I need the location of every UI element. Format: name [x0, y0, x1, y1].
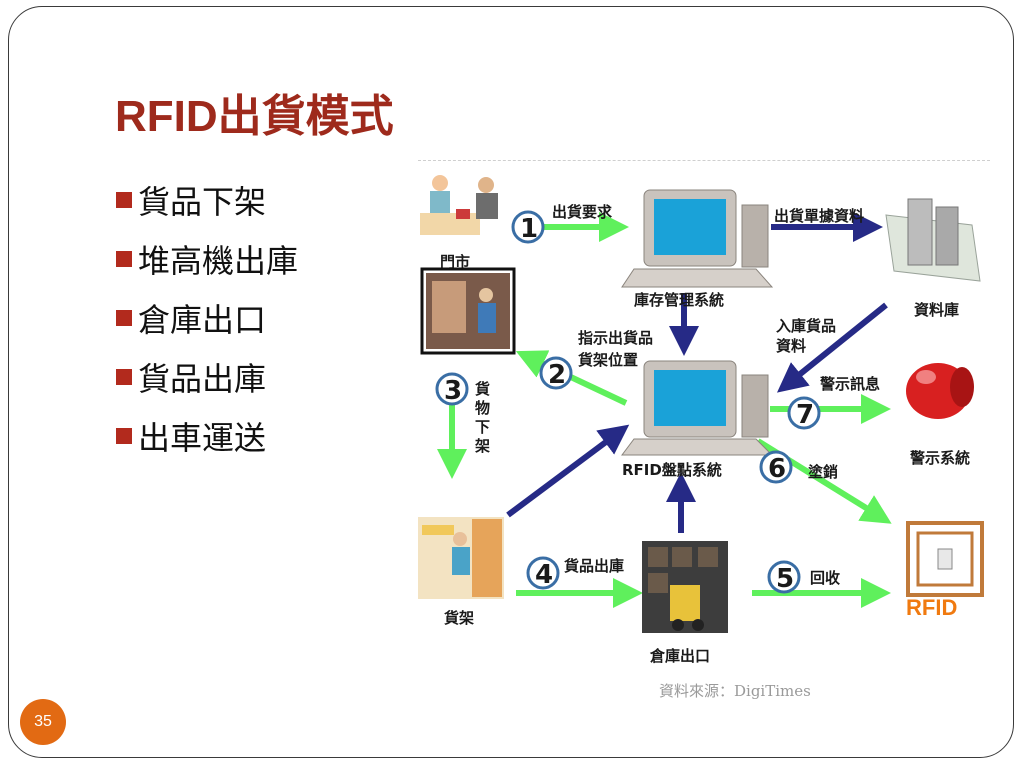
square-bullet-icon — [116, 309, 132, 326]
square-bullet-icon — [116, 191, 132, 208]
step-6-circle — [759, 450, 793, 484]
alarm-system-label: 警示系統 — [909, 449, 970, 467]
bullet-text: 貨品下架 — [138, 182, 267, 221]
step-5-circle — [767, 560, 801, 594]
step-2-circle — [539, 356, 573, 390]
alarm-light-icon — [902, 353, 980, 437]
database-label: 資料庫 — [914, 301, 959, 319]
step-7-label: 警示訊息 — [819, 375, 880, 393]
inbound-goods-label-line1: 入庫貨品 — [776, 317, 836, 335]
forklift-worker-image — [420, 267, 516, 355]
arrow-shelf-to-rfid — [506, 424, 630, 518]
step-7-number: 7 — [796, 400, 814, 430]
slide-title: RFID出貨模式 — [115, 92, 394, 141]
step-4-circle — [526, 556, 560, 590]
step-2-label-line2: 貨架位置 — [578, 351, 638, 369]
step-7-circle — [787, 396, 821, 430]
step-3-circle — [435, 372, 469, 406]
square-bullet-icon — [116, 368, 132, 385]
bullet-item: 堆高機出庫 — [116, 229, 298, 288]
step-6-label: 塗銷 — [808, 463, 838, 481]
step-1-number: 1 — [520, 214, 538, 244]
arrow-rfid-to-forklift — [515, 350, 628, 406]
inventory-computer-icon — [621, 189, 774, 288]
bullet-item: 貨品出庫 — [116, 347, 298, 406]
slide-frame — [8, 6, 1014, 758]
db-transfer-label: 出貨單據資料 — [774, 207, 864, 225]
step-3-number: 3 — [444, 376, 462, 406]
step-2-label-line1: 指示出貨品 — [578, 329, 653, 347]
inbound-goods-label-line2: 資料 — [776, 337, 806, 355]
rfid-tag-label: RFID — [906, 595, 957, 620]
step-4-number: 4 — [535, 560, 553, 590]
bullet-text: 出車運送 — [138, 418, 267, 457]
step-2-number: 2 — [548, 360, 566, 390]
shelf-clerk-icon — [418, 517, 504, 599]
rfid-system-label: RFID盤點系統 — [622, 461, 722, 479]
rfid-computer-icon — [621, 360, 774, 456]
bullet-list: 貨品下架 堆高機出庫 倉庫出口 貨品出庫 出車運送 — [116, 170, 298, 465]
rfid-tag-icon — [900, 519, 990, 619]
inventory-system-label: 庫存管理系統 — [634, 291, 724, 309]
step-1-circle — [511, 210, 545, 244]
bullet-text: 倉庫出口 — [138, 300, 267, 339]
store-clerk-icon — [420, 175, 498, 235]
square-bullet-icon — [116, 250, 132, 267]
bullet-item: 貨品下架 — [116, 170, 298, 229]
bullet-item: 倉庫出口 — [116, 288, 298, 347]
bullet-item: 出車運送 — [116, 406, 298, 465]
title-divider — [418, 160, 990, 161]
shelf-label: 貨架 — [444, 609, 474, 627]
step-1-label: 出貨要求 — [552, 203, 613, 221]
step-4-label: 貨品出庫 — [564, 557, 624, 575]
step-3-label: 貨物下架 — [473, 380, 491, 457]
warehouse-forklift-image — [642, 541, 728, 633]
bullet-text: 貨品出庫 — [138, 359, 267, 398]
database-server-icon — [885, 198, 981, 282]
step-5-number: 5 — [776, 564, 794, 594]
rfid-flow-diagram: 門市 1 出貨要求 庫存管理系統 出貨單據資料 資料庫 2 指示出貨品 貨架位置… — [418, 175, 990, 665]
warehouse-exit-label: 倉庫出口 — [649, 647, 710, 665]
store-label: 門市 — [440, 253, 470, 271]
step-6-number: 6 — [768, 454, 786, 484]
step-5-label: 回收 — [810, 569, 840, 587]
page-number-badge: 35 — [20, 699, 66, 745]
square-bullet-icon — [116, 427, 132, 444]
arrow-database-to-rfid — [776, 302, 888, 393]
source-note: 資料來源：DigiTimes — [659, 682, 811, 700]
bullet-text: 堆高機出庫 — [138, 241, 299, 280]
